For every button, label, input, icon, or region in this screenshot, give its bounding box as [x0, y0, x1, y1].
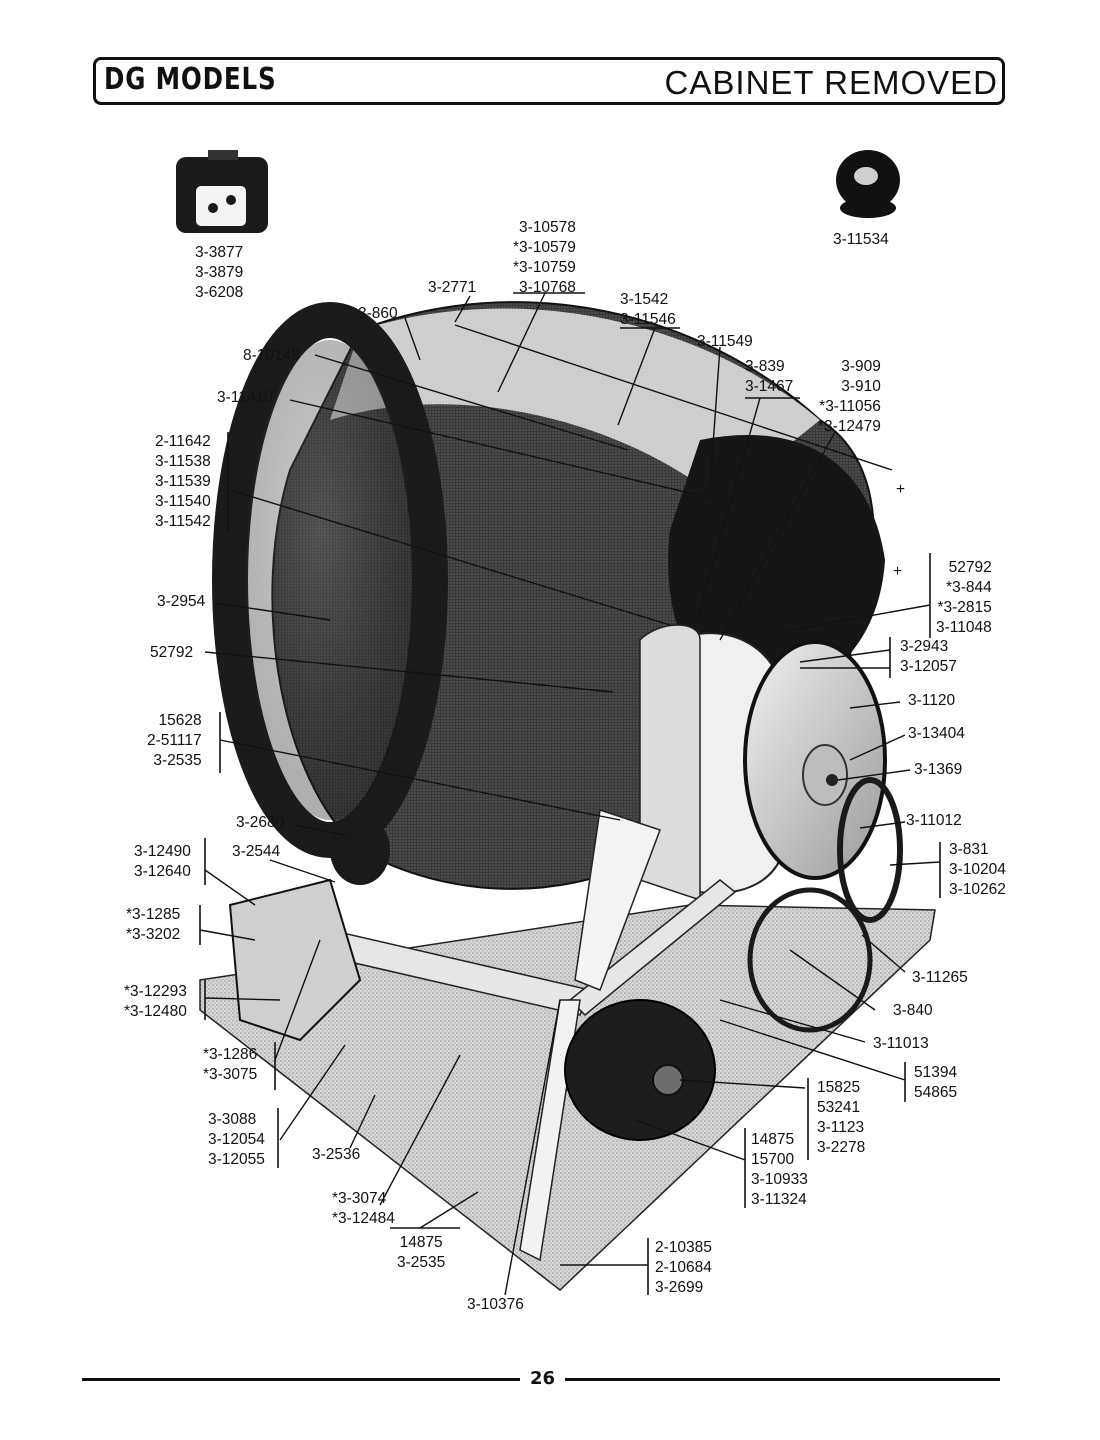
- frame-strut-right: [568, 879, 737, 1017]
- callout-2-11642: 2-11642 3-11538 3-11539 3-11540 3-11542: [155, 433, 211, 530]
- frame-leg-center: [574, 809, 661, 991]
- footer-rule-right: [565, 1378, 1000, 1381]
- callout-drum-seal: 3-10578 *3-10579 *3-10759 3-10768: [513, 219, 576, 296]
- callout-3-2943: 3-2943 3-12057: [900, 638, 957, 675]
- callout-3-3074: *3-3074 *3-12484: [332, 1190, 395, 1227]
- callout-15825: 15825 53241 3-1123 3-2278: [817, 1079, 866, 1156]
- callout-3-12293: *3-12293 *3-12480: [124, 983, 187, 1020]
- callout-plus-upper: +: [896, 481, 906, 498]
- callout-15628: 15628 2-51117 3-2535: [147, 712, 202, 769]
- callout-14875-group: 14875 15700 3-10933 3-11324: [751, 1131, 808, 1208]
- callout-brackets: [199, 432, 941, 1295]
- callout-2-10385: 2-10385 2-10684 3-2699: [655, 1239, 712, 1296]
- callout-plus-lower: +: [893, 563, 903, 580]
- callout-14875: 14875 3-2535: [397, 1234, 446, 1271]
- callout-3-2536: 3-2536: [312, 1146, 361, 1163]
- leader-lines: [199, 292, 941, 1296]
- header-frame: [93, 57, 1005, 105]
- callout-3-13404: 3-13404: [908, 725, 965, 742]
- callout-3-1120: 3-1120: [908, 692, 956, 709]
- callout-3-11549: 3-11549: [697, 333, 753, 350]
- callout-3-1369: 3-1369: [914, 761, 963, 778]
- page-number: 26: [530, 1368, 556, 1389]
- callout-3-840: 3-840: [893, 1002, 933, 1019]
- callout-grommet: 3-11534: [833, 231, 889, 248]
- callout-3-839: 3-839 3-1467: [745, 358, 794, 395]
- callout-51394: 51394 54865: [914, 1064, 958, 1101]
- thermostat-part-icon: [176, 150, 268, 233]
- footer-rule-left: [82, 1378, 520, 1381]
- callout-3-11410: 3-11410: [217, 389, 273, 406]
- motor: [564, 999, 716, 1141]
- section-title: CABINET REMOVED: [664, 64, 998, 101]
- callout-52792: 52792: [150, 644, 194, 661]
- callout-3-860: 3-860: [358, 305, 398, 322]
- callout-3-1542: 3-1542 3-11546: [620, 291, 676, 328]
- models-title: DG MODELS: [104, 62, 277, 97]
- callout-3-2680: 3-2680: [236, 814, 285, 831]
- callout-3-12490: 3-12490 3-12640: [134, 843, 191, 880]
- drum-front-rim: [212, 302, 448, 858]
- idler-wheel: [837, 777, 903, 923]
- callout-3-2544: 3-2544: [232, 843, 281, 860]
- burner-tube: [330, 815, 390, 885]
- drive-belt-loop: [747, 887, 873, 1033]
- callout-3-10376: 3-10376: [467, 1296, 524, 1313]
- callout-3-11265: 3-11265: [912, 969, 968, 986]
- callout-3-2954: 3-2954: [157, 593, 206, 610]
- callout-8-10148: 8-10148: [243, 347, 300, 364]
- callout-3-909: 3-909 3-910 *3-11056 *3-12479: [818, 358, 881, 435]
- callout-3-3088: 3-3088 3-12054 3-12055: [208, 1111, 265, 1168]
- callout-3-831: 3-831 3-10204 3-10262: [949, 841, 1006, 898]
- callout-3-11013: 3-11013: [873, 1035, 929, 1052]
- callout-52792-group: 52792 *3-844 *3-2815 3-11048: [936, 559, 992, 636]
- callout-3-2771: 3-2771: [428, 279, 477, 296]
- callout-3-11012: 3-11012: [906, 812, 962, 829]
- callout-thermostat: 3-3877 3-3879 3-6208: [195, 244, 244, 301]
- grommet-part-icon: [836, 150, 900, 218]
- callout-3-1285: *3-1285 *3-3202: [126, 906, 181, 943]
- callout-3-1286: *3-1286 *3-3075: [203, 1046, 258, 1083]
